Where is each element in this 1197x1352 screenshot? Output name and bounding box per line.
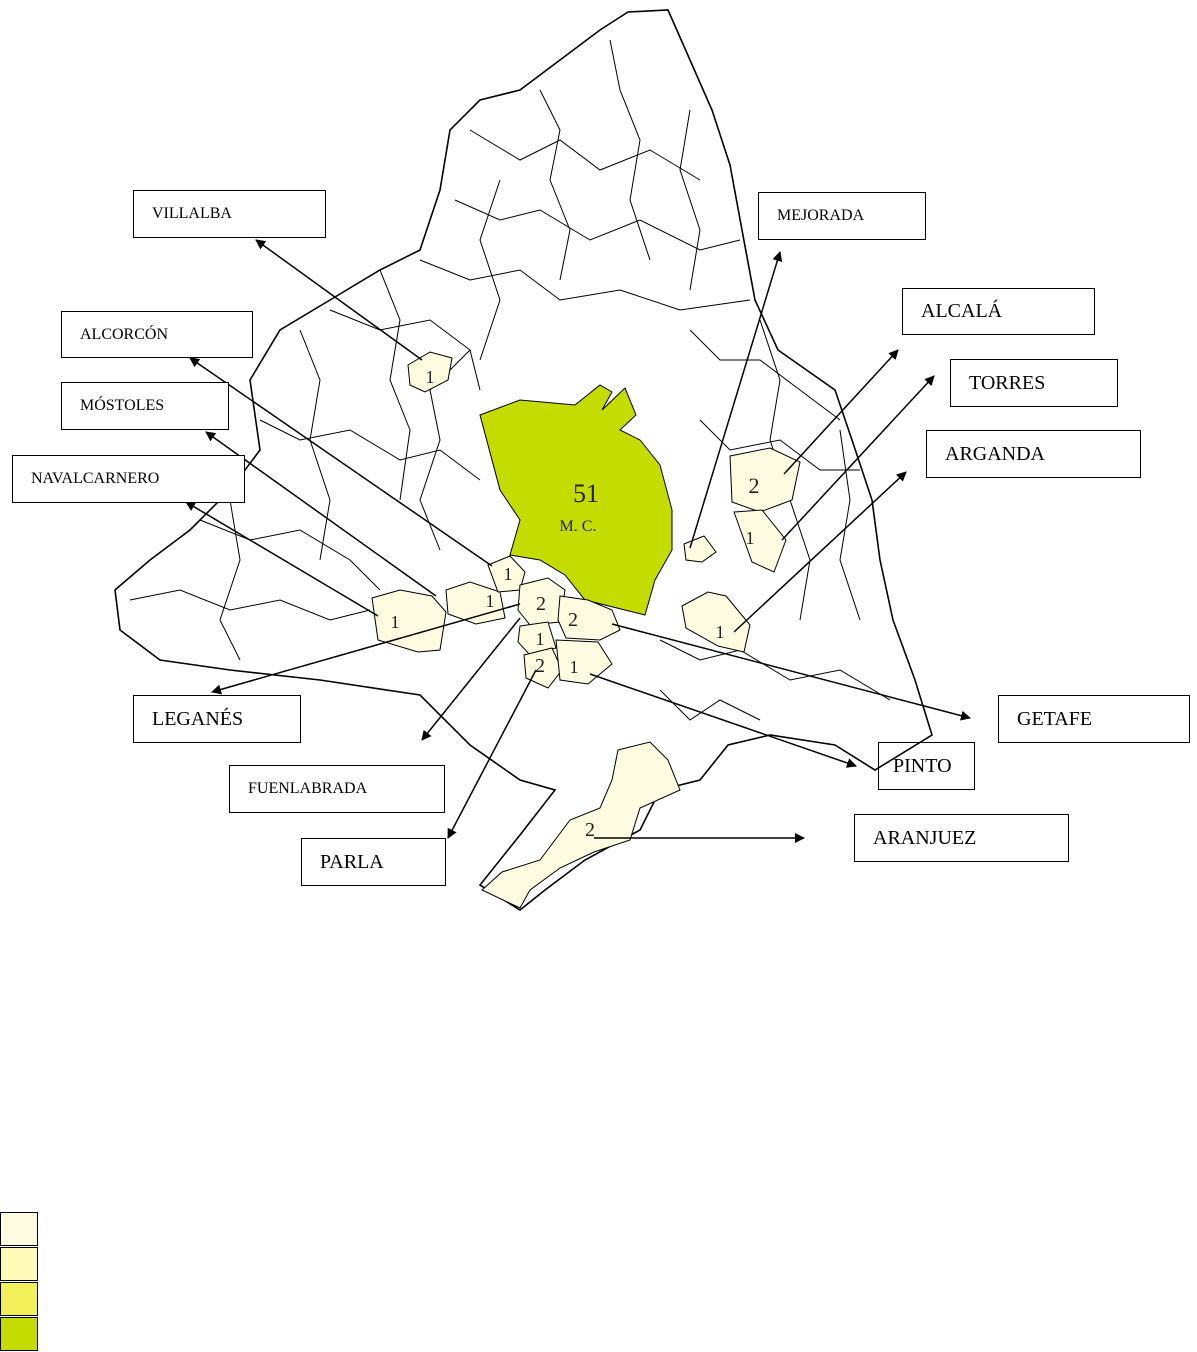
- label-pinto: PINTO: [878, 742, 975, 790]
- legend-swatch-4: [0, 1317, 38, 1351]
- label-fuenlabrada: FUENLABRADA: [229, 765, 445, 813]
- torres-area: [733, 509, 787, 573]
- label-torres: TORRES: [950, 359, 1118, 407]
- alcala-area: [729, 447, 801, 513]
- arrow-leganes: [211, 603, 521, 695]
- value-leganes: 2: [536, 593, 546, 615]
- label-aranjuez: ARANJUEZ: [854, 814, 1069, 862]
- label-villalba: VILLALBA: [133, 190, 326, 238]
- label-arganda: ARGANDA: [926, 430, 1141, 478]
- arrow-parla: [447, 669, 537, 839]
- arrow-getafe: [611, 623, 971, 721]
- map-values: 51 M. C. 1 1 1 1 2 2 1 2 1 2 1 1 2: [391, 367, 760, 841]
- legend-swatch-3: [0, 1282, 38, 1316]
- parla-area: [523, 647, 563, 689]
- arrow-alcorcon: [189, 357, 493, 567]
- value-madrid: 51: [573, 479, 599, 508]
- municipal-borders: [129, 39, 891, 721]
- label-alcala: ALCALÁ: [902, 288, 1095, 335]
- villalba-area: [407, 351, 453, 393]
- madrid-capital-area: [479, 384, 673, 616]
- legend-swatch-1: [0, 1212, 38, 1246]
- label-arrows: [185, 239, 971, 843]
- label-mostoles: MÓSTOLES: [61, 382, 229, 430]
- value-navalcarnero: 1: [391, 612, 400, 632]
- label-navalcarnero: NAVALCARNERO: [12, 455, 245, 503]
- value-alcala: 2: [749, 473, 760, 498]
- value-getafe: 2: [568, 609, 578, 631]
- arganda-area: [681, 591, 751, 653]
- arrow-mejorada: [689, 251, 783, 549]
- label-mejorada: MEJORADA: [758, 192, 926, 240]
- label-alcorcon: ALCORCÓN: [61, 311, 253, 358]
- value-villalba: 1: [426, 367, 435, 387]
- aranjuez-area: [481, 741, 681, 909]
- arrow-arganda: [733, 471, 907, 633]
- value-parla: 2: [535, 655, 545, 677]
- label-getafe: GETAFE: [998, 695, 1190, 743]
- highlighted-municipalities: [371, 351, 801, 909]
- value-pinto: 1: [570, 657, 579, 677]
- value-torres: 1: [746, 528, 755, 548]
- value-arganda: 1: [716, 622, 725, 642]
- value-mostoles: 1: [486, 591, 495, 611]
- pinto-area: [555, 639, 613, 685]
- legend-swatch-2: [0, 1247, 38, 1281]
- alcorcon-area: [487, 555, 526, 593]
- value-madrid-abbr: M. C.: [560, 518, 597, 535]
- label-leganes: LEGANÉS: [133, 695, 301, 743]
- arrow-fuenlabrada: [421, 617, 521, 741]
- value-fuenlabrada: 1: [536, 629, 545, 649]
- arrow-torres: [781, 375, 935, 541]
- legend: [0, 1212, 38, 1352]
- label-parla: PARLA: [301, 838, 446, 886]
- arrow-pinto: [589, 673, 857, 768]
- arrow-alcala: [783, 349, 899, 475]
- getafe-area: [557, 595, 621, 641]
- arrow-villalba: [255, 239, 423, 361]
- mostoles-area: [445, 581, 506, 625]
- arrow-navalcarnero: [185, 501, 379, 617]
- value-aranjuez: 2: [585, 819, 595, 841]
- value-alcorcon: 1: [504, 564, 513, 584]
